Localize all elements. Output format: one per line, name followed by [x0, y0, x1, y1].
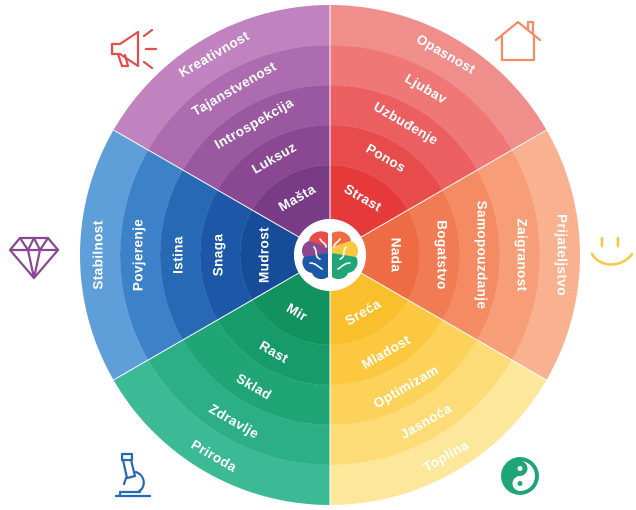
wheel-ring-yellow-2	[330, 340, 512, 465]
wheel-ring-red-5	[330, 165, 408, 237]
segment-divider	[113, 129, 300, 238]
wheel-ring-orange-3	[442, 170, 500, 340]
wheel-label-orange-4: Bogatstvo	[435, 220, 450, 290]
wheel-label-orange-5: Nada	[389, 238, 404, 273]
wheel-label-blue-4: Snaga	[211, 234, 226, 277]
smiley-icon	[590, 236, 634, 266]
wheel-label-orange-1: Prijateljstvo	[555, 214, 570, 296]
wheel-label-blue-3: Istina	[171, 236, 186, 274]
wheel-ring-blue-2	[119, 150, 183, 360]
diamond-icon	[8, 236, 60, 280]
wheel-ring-green-1	[113, 360, 330, 505]
wheel-ring-orange-1	[511, 130, 580, 380]
house-icon	[494, 20, 542, 62]
segment-divider	[113, 272, 300, 381]
segment-divider	[360, 129, 547, 238]
wheel-ring-blue-3	[159, 170, 218, 340]
wheel-ring-purple-5	[252, 165, 330, 237]
wheel-ring-green-2	[148, 340, 330, 465]
wheel-label-blue-5: Mudrost	[257, 227, 272, 283]
wheel-segments	[80, 5, 580, 505]
microscope-icon	[114, 452, 152, 498]
wheel-center	[294, 219, 366, 291]
wheel-ring-red-2	[330, 45, 512, 170]
wheel-label-orange-3: Samopouzdanje	[475, 201, 490, 310]
wheel-ring-orange-2	[477, 150, 540, 360]
wheel-ring-green-5	[252, 273, 330, 345]
wheel-ring-red-4	[330, 125, 443, 210]
brain-icon	[301, 230, 359, 280]
wheel-label-blue-2: Povjerenje	[131, 219, 146, 291]
segment-divider	[360, 272, 547, 381]
wheel-ring-yellow-1	[330, 360, 547, 505]
wheel-ring-red-1	[330, 5, 547, 150]
wheel-ring-green-4	[217, 300, 330, 385]
wheel-ring-green-3	[182, 320, 330, 425]
yin-yang-icon	[501, 457, 539, 495]
wheel-ring-yellow-5	[330, 273, 408, 345]
wheel-ring-blue-4	[200, 190, 253, 320]
wheel-ring-purple-2	[148, 45, 330, 170]
wheel-ring-blue-5	[240, 210, 299, 300]
wheel-ring-red-3	[330, 85, 478, 190]
wheel-ring-purple-4	[217, 125, 330, 210]
wheel-ring-orange-5	[361, 210, 420, 300]
wheel-ring-orange-4	[407, 190, 460, 320]
wheel-label-blue-1: Stabilnost	[91, 220, 106, 289]
wheel-label-orange-2: Zaigranost	[515, 218, 530, 291]
megaphone-icon	[110, 28, 158, 70]
wheel-ring-purple-3	[182, 85, 330, 190]
wheel-ring-yellow-3	[330, 320, 478, 425]
wheel-ring-yellow-4	[330, 300, 443, 385]
wheel-ring-blue-1	[80, 130, 149, 380]
wheel-ring-purple-1	[113, 5, 330, 150]
